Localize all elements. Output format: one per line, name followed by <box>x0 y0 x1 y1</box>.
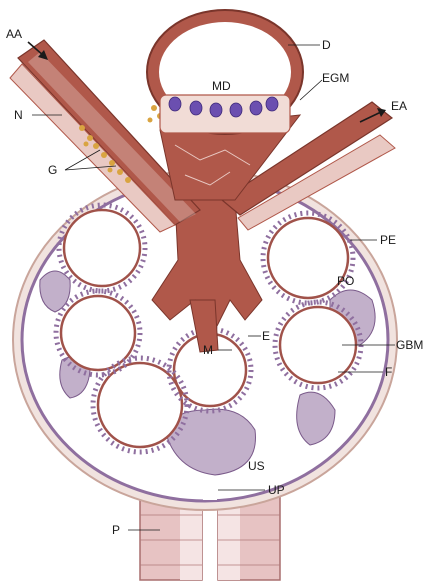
label-us: US <box>248 459 265 473</box>
label-g: G <box>48 163 57 177</box>
distal-tubule <box>147 10 303 134</box>
label-m: M <box>203 343 213 357</box>
label-p: P <box>112 523 120 537</box>
urinary-pole <box>203 478 217 500</box>
label-md: MD <box>212 79 231 93</box>
label-gbm: GBM <box>396 338 423 352</box>
label-pe: PE <box>380 233 396 247</box>
label-n: N <box>14 108 23 122</box>
label-d: D <box>322 38 331 52</box>
label-aa: AA <box>6 27 22 41</box>
label-ea: EA <box>391 99 407 113</box>
label-e: E <box>262 329 270 343</box>
label-po: PO <box>337 274 354 288</box>
label-f: F <box>385 365 392 379</box>
label-up: UP <box>268 483 285 497</box>
label-egm: EGM <box>322 71 349 85</box>
